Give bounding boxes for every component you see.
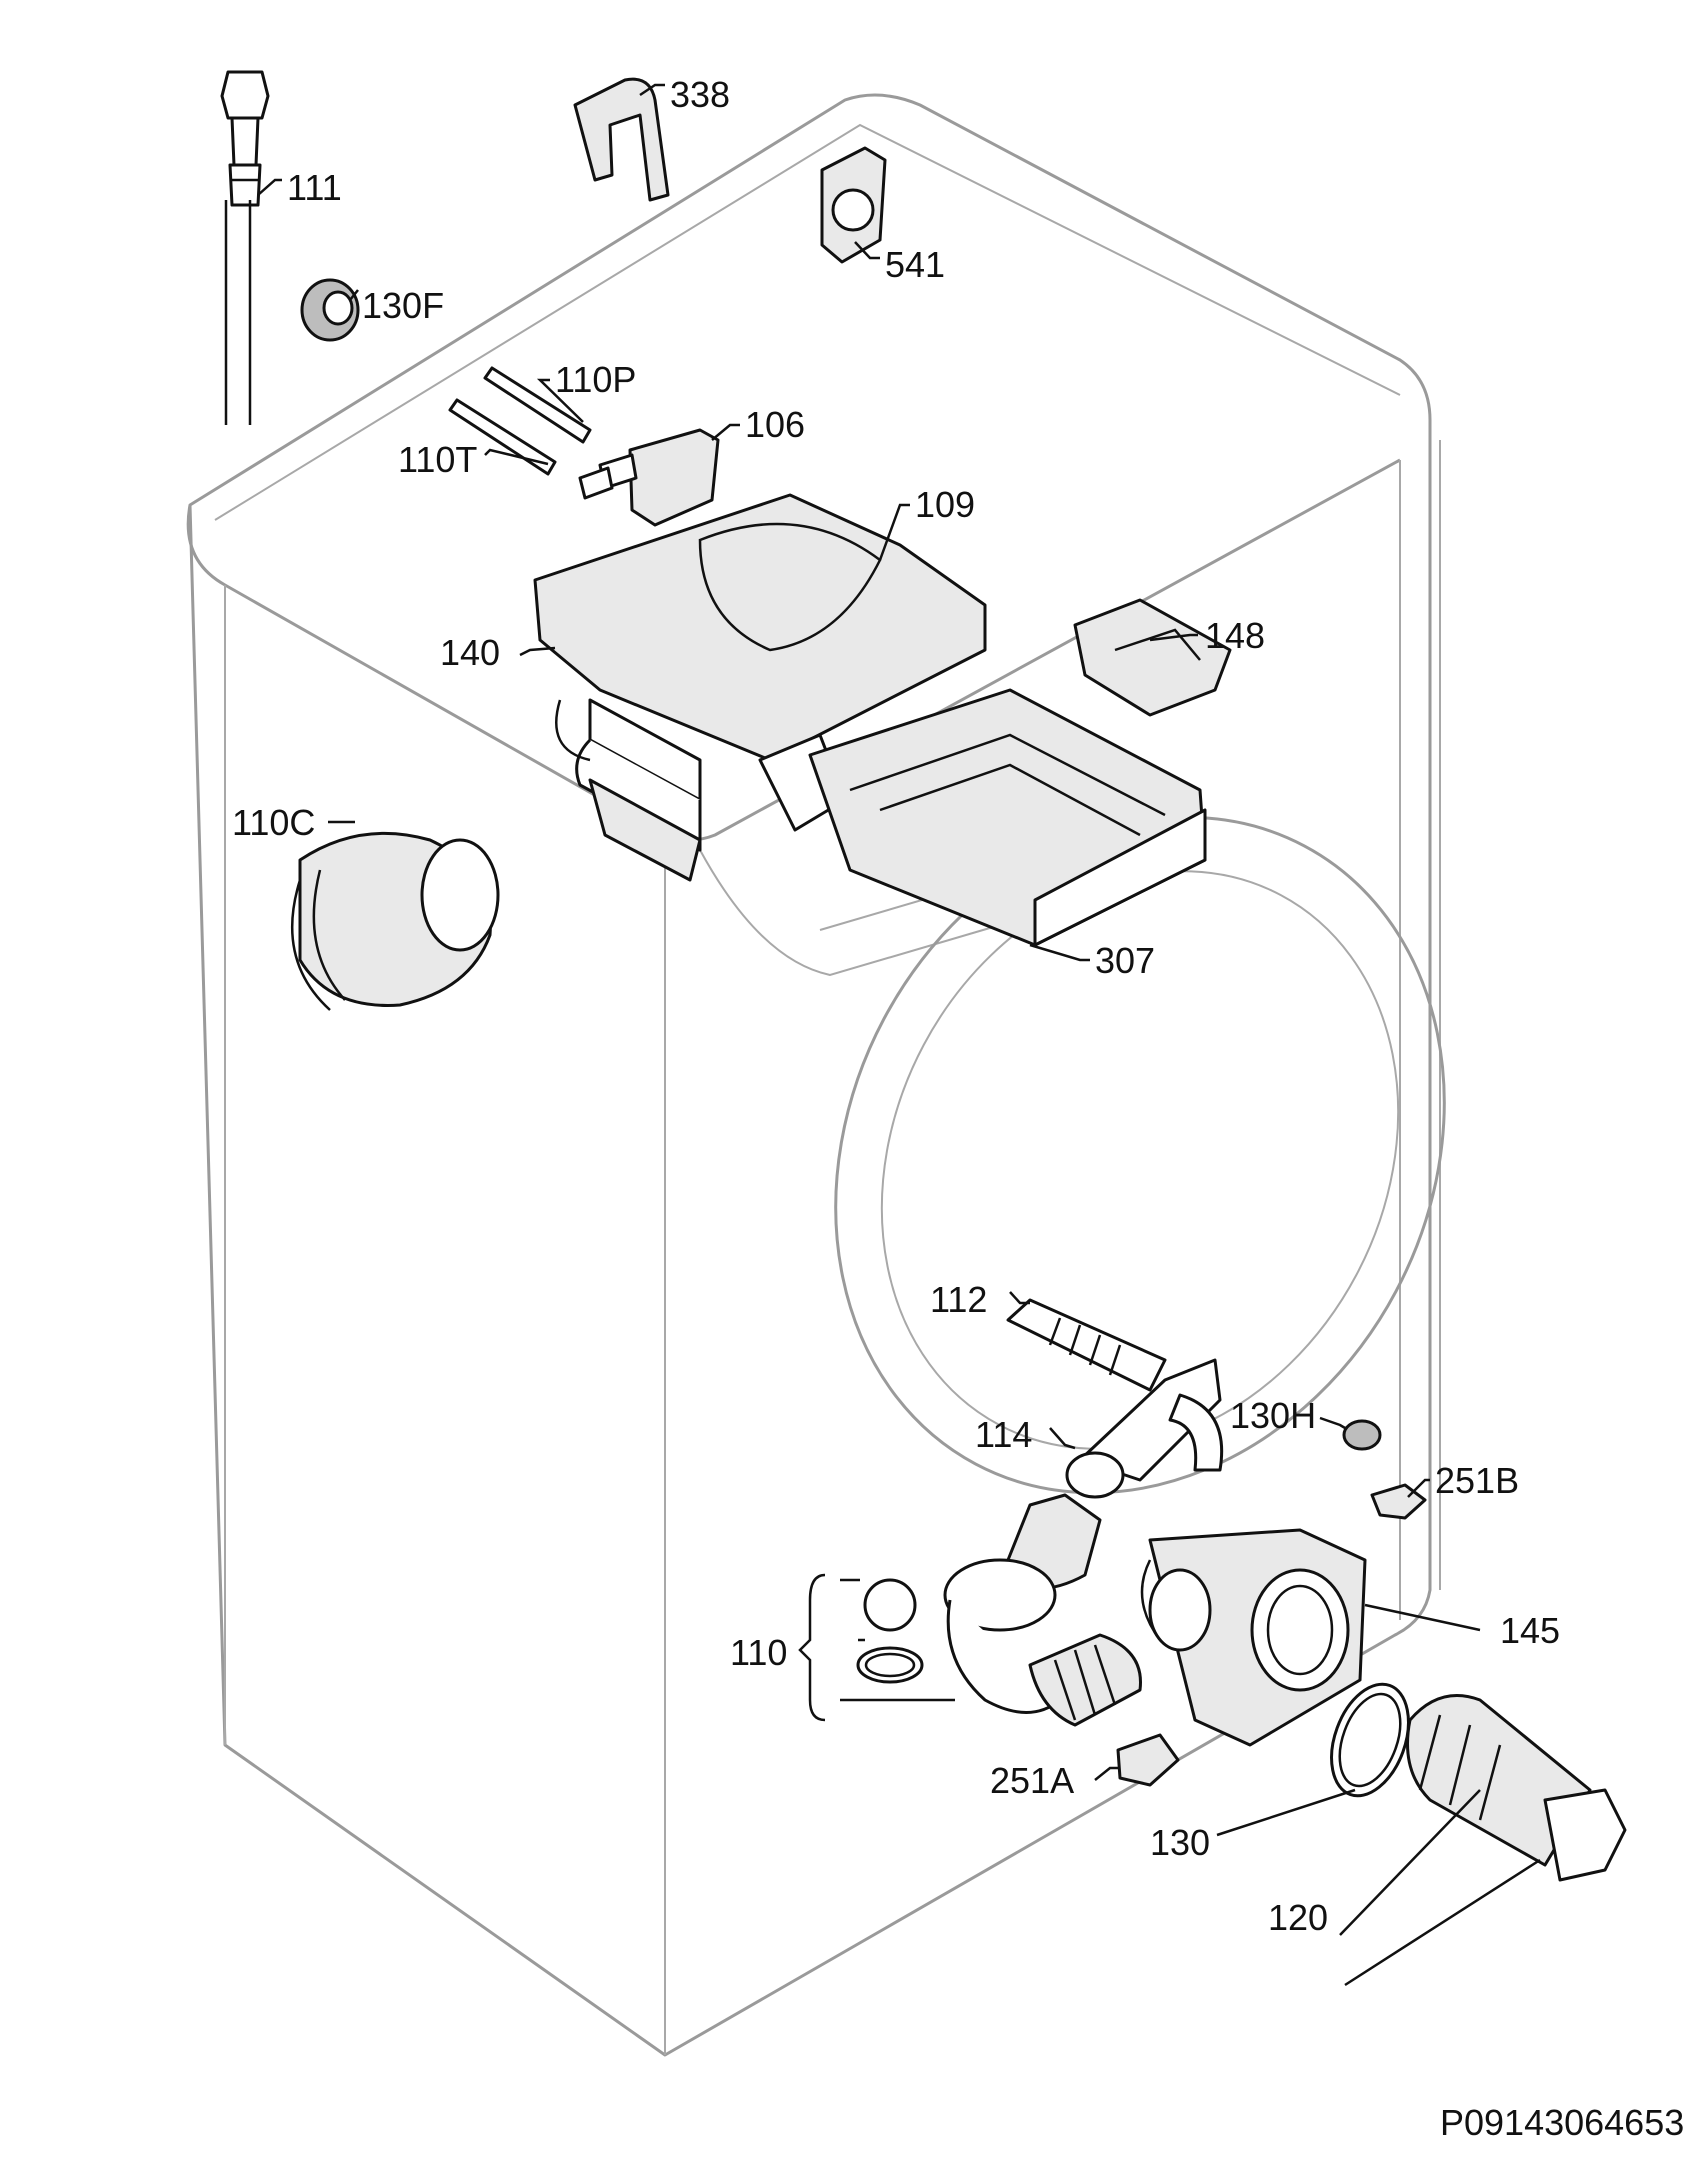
label-541: 541 (885, 244, 945, 285)
label-114: 114 (975, 1414, 1032, 1455)
label-110C: 110C (232, 802, 315, 843)
inlet-hose-111 (220, 70, 270, 425)
dispenser-housing-109-140 (533, 493, 987, 882)
pipes-110P-110T (448, 366, 592, 476)
label-251A: 251A (990, 1760, 1074, 1801)
label-111: 111 (287, 167, 342, 208)
document-id: P09143064653 (1440, 2102, 1684, 2143)
label-338: 338 (670, 74, 730, 115)
label-110P: 110P (555, 359, 636, 400)
clip-251B (1370, 1483, 1427, 1520)
hose-bracket-338 (573, 77, 670, 202)
latch-148 (1073, 598, 1232, 717)
label-130F: 130F (362, 285, 444, 326)
drawer-307 (808, 688, 1207, 947)
clip-251A (1116, 1733, 1180, 1787)
bush-130H (1342, 1419, 1382, 1451)
label-120: 120 (1268, 1897, 1328, 1938)
leader-lines (257, 83, 1541, 1987)
hose-112 (1006, 1298, 1167, 1392)
cabinet-outline (186, 93, 1446, 2057)
label-110T: 110T (398, 439, 477, 480)
part-labels: 111 338 541 130F 110P 110T 106 109 140 1… (232, 74, 1560, 1938)
label-145: 145 (1500, 1610, 1560, 1651)
label-140: 140 (440, 632, 500, 673)
bush-130F (300, 278, 360, 342)
pipe-114 (1065, 1358, 1224, 1499)
sump-hose-110 (856, 1493, 1142, 1727)
flap-541 (820, 146, 887, 264)
seal-ring-130 (1330, 1682, 1410, 1798)
pump-housing-145 (1140, 1528, 1367, 1747)
valve-106 (578, 428, 720, 527)
label-307: 307 (1095, 940, 1155, 981)
label-106: 106 (745, 404, 805, 445)
label-112: 112 (930, 1279, 987, 1320)
pump-filter-120 (1406, 1694, 1627, 1882)
label-110: 110 (730, 1632, 787, 1673)
label-130: 130 (1150, 1822, 1210, 1863)
label-251B: 251B (1435, 1460, 1519, 1501)
label-109: 109 (915, 484, 975, 525)
label-130H: 130H (1230, 1395, 1316, 1436)
label-148: 148 (1205, 615, 1265, 656)
bellows-110C (290, 831, 500, 1011)
